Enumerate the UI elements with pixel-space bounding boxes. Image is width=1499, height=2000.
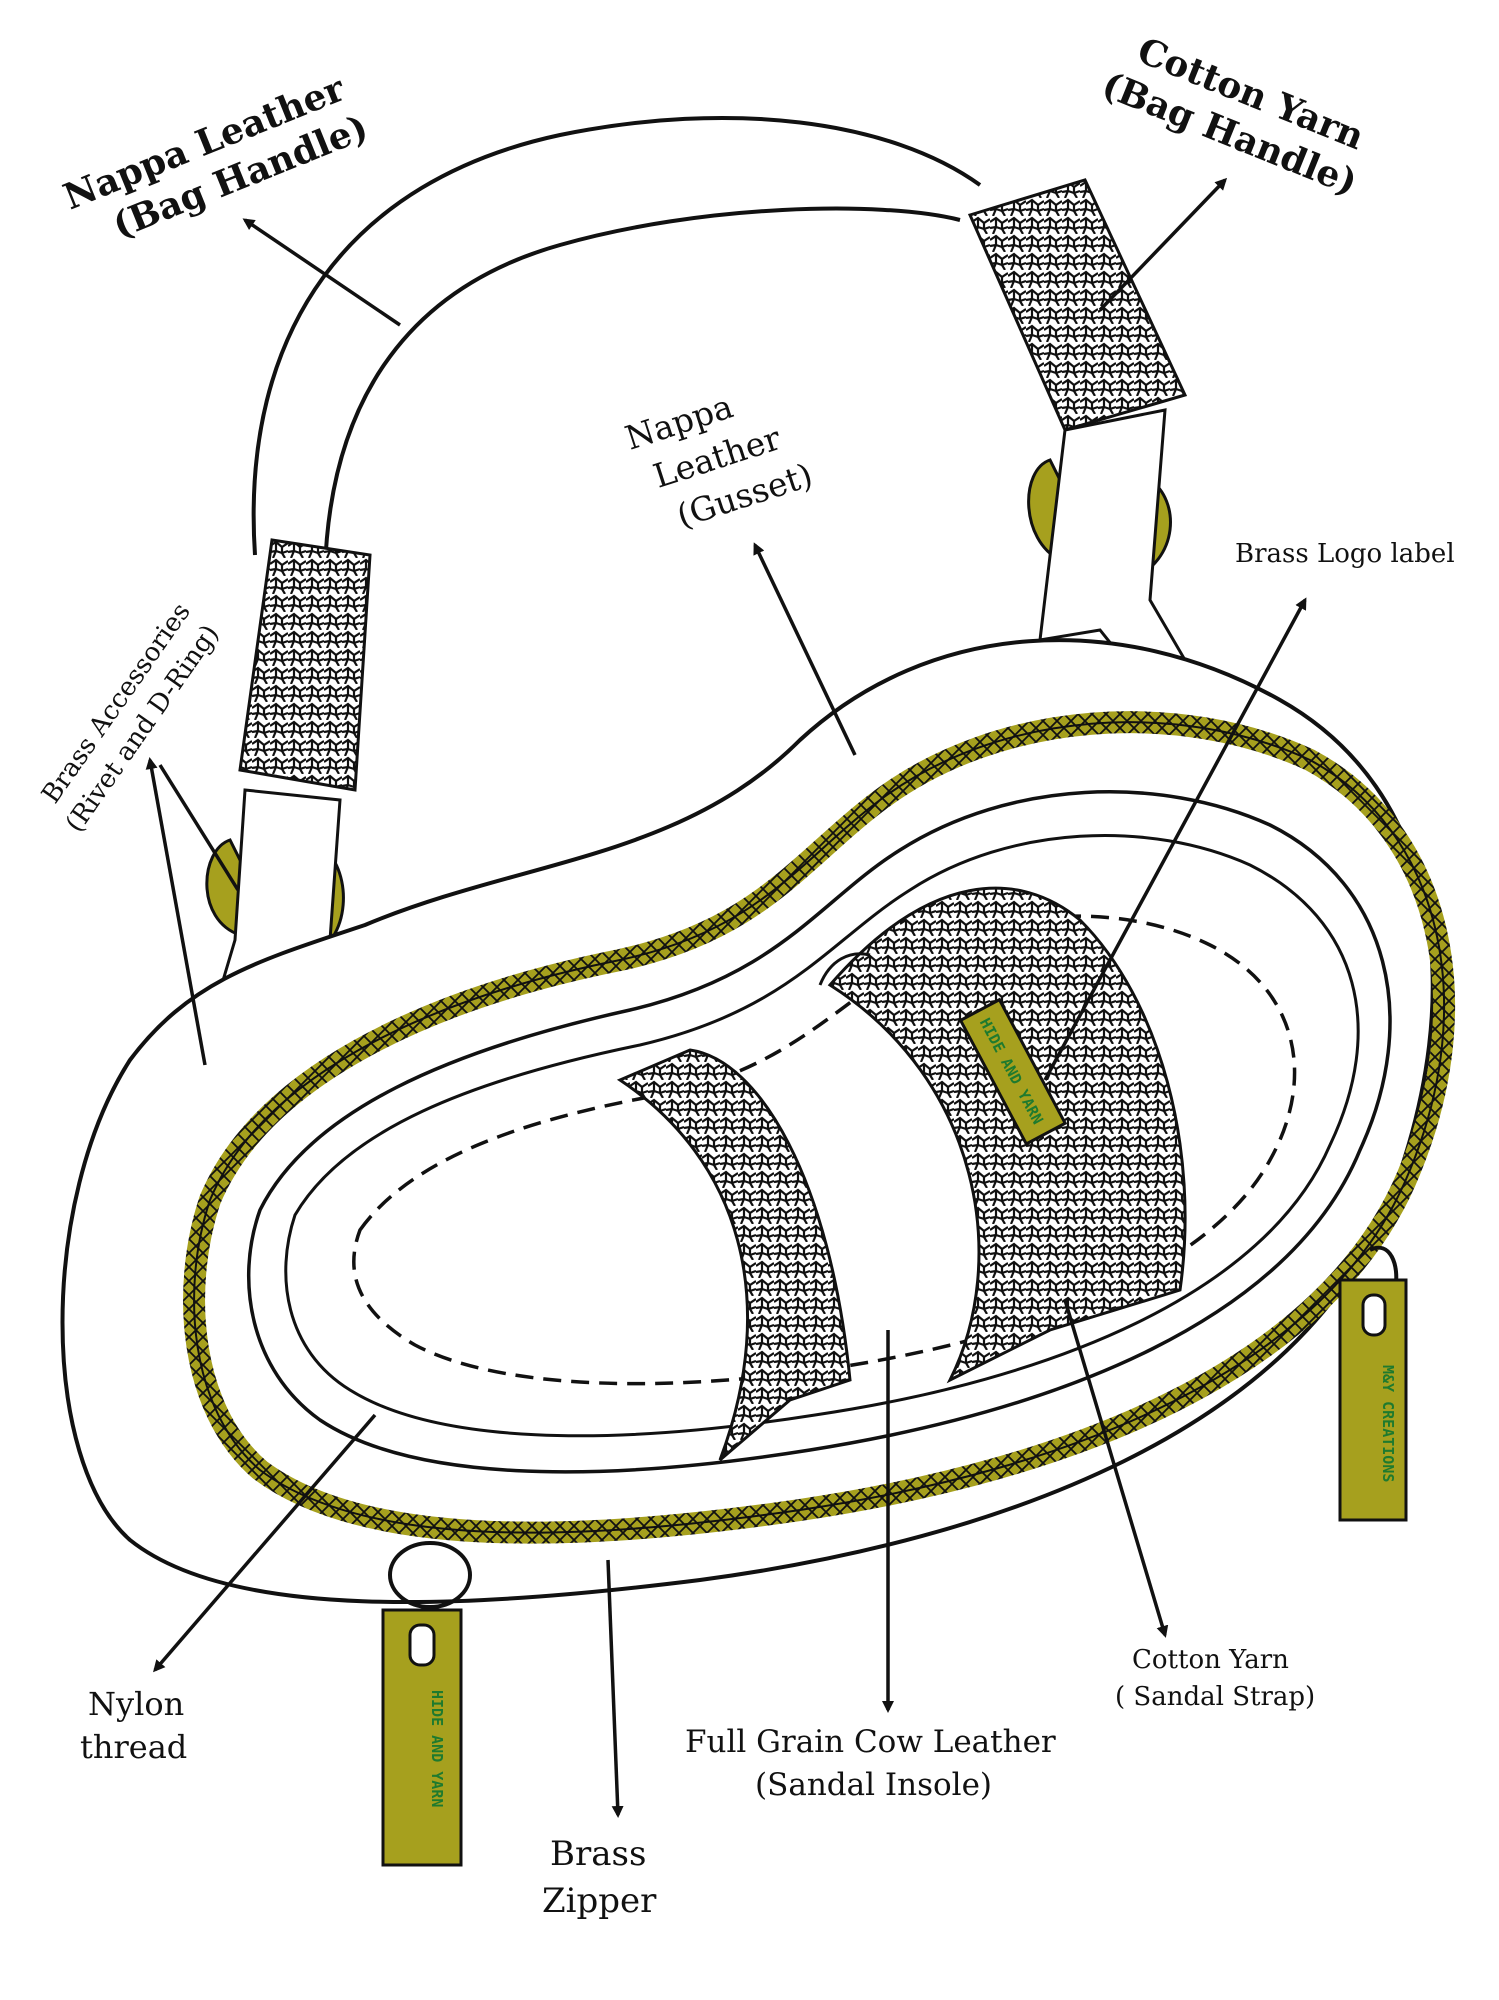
knit-sandal-strap-large: [827, 886, 1187, 1384]
label-brass-logo: Brass Logo label: [1235, 539, 1455, 569]
label-brass-accessories: Brass Accessories (Rivet and D-Ring): [36, 598, 225, 838]
bag-handle-outer: [251, 115, 982, 556]
label-insole-line1: Full Grain Cow Leather: [685, 1724, 1056, 1760]
zipper-pull-right: M&Y CREATIONS: [1338, 1245, 1408, 1522]
label-strap-line2: ( Sandal Strap): [1115, 1682, 1315, 1712]
arrow-d-ring: [158, 764, 240, 891]
label-zipper-line1: Brass: [550, 1834, 646, 1874]
arrow-nappa-handle: [242, 218, 401, 327]
knit-handle-right: [967, 178, 1188, 432]
label-insole-line2: (Sandal Insole): [755, 1767, 992, 1803]
label-nylon-line2: thread: [80, 1728, 187, 1766]
insole-inner-line: [284, 834, 1360, 1438]
zipper-right-text: M&Y CREATIONS: [1379, 1365, 1397, 1482]
arrow-zipper: [606, 1559, 624, 1818]
label-zipper-line2: Zipper: [542, 1881, 657, 1921]
label-nylon-line1: Nylon: [88, 1685, 184, 1723]
arrow-brass-logo: [1043, 597, 1307, 1081]
zipper-pull-left: HIDE AND YARN: [381, 1541, 472, 1867]
label-gusset: Nappa Leather (Gusset): [620, 386, 817, 535]
label-nappa-handle: Nappa Leather (Bag Handle): [58, 67, 374, 247]
arrow-rivet: [145, 757, 207, 1066]
arrow-gusset: [753, 542, 857, 756]
arrow-nylon: [153, 1413, 377, 1673]
arrow-cotton-handle: [1098, 177, 1228, 312]
label-strap-line1: Cotton Yarn: [1132, 1645, 1289, 1675]
knit-handle-left: [238, 538, 372, 792]
zipper-left-text: HIDE AND YARN: [428, 1690, 446, 1807]
label-cotton-handle: Cotton Yarn (Bag Handle): [1096, 29, 1370, 204]
knit-sandal-strap-small: [616, 1048, 852, 1462]
arrow-sandal-strap: [1063, 1299, 1169, 1638]
bag-handle-inner: [323, 206, 961, 571]
